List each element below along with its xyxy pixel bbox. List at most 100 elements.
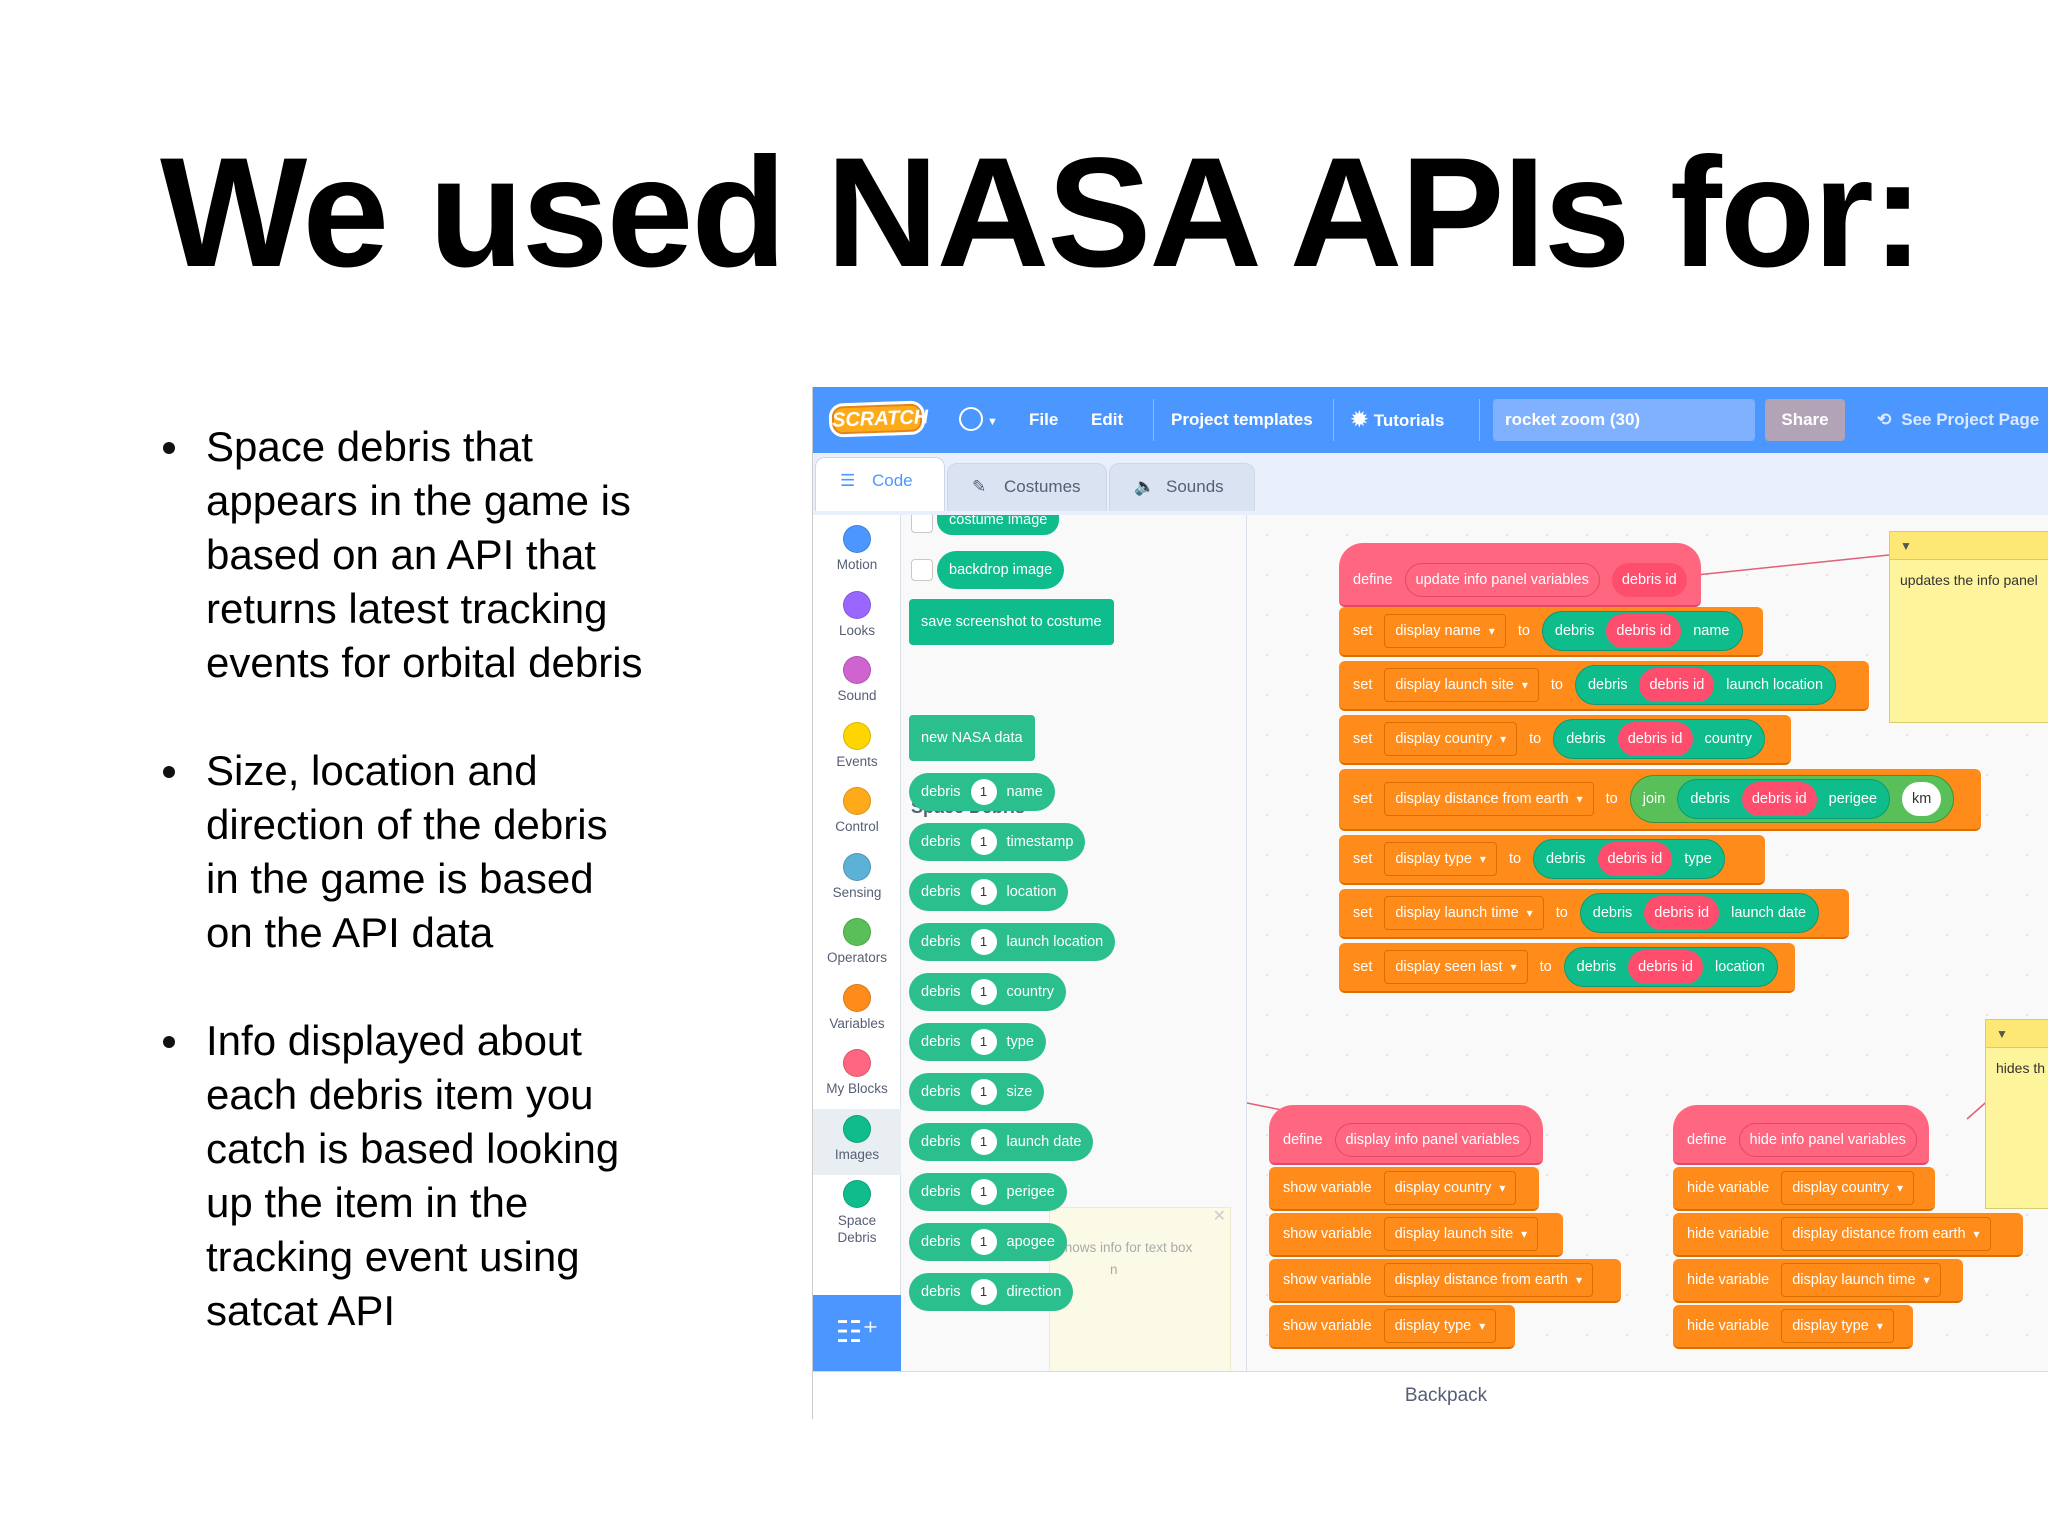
unit-input[interactable]: km [1902,782,1942,816]
variable-dropdown[interactable]: display type [1781,1309,1894,1343]
language-button[interactable]: ▼ [959,387,998,453]
variable-dropdown[interactable]: display distance from earth [1383,1263,1593,1297]
backpack-bar[interactable]: Backpack [813,1371,2048,1419]
note-header[interactable]: ▼ [1986,1020,2048,1048]
tab-sounds[interactable]: 🔈Sounds [1109,463,1255,511]
category-images[interactable]: Images [813,1109,901,1175]
set-variable-block[interactable]: set display launch time to debrisdebris … [1339,889,1849,939]
variable-dropdown[interactable]: display country [1384,722,1518,756]
reporter-checkbox[interactable] [911,559,933,581]
edit-menu[interactable]: Edit [1091,410,1124,429]
costume-image-block[interactable]: costume image [937,515,1060,535]
note-header[interactable]: ▼ [1890,532,2048,560]
category-operators[interactable]: Operators [813,918,901,978]
debris-id-reporter[interactable]: debris id [1597,842,1673,876]
variable-dropdown[interactable]: display name [1384,614,1506,648]
define-block[interactable]: define update info panel variables debri… [1339,543,1701,607]
variable-dropdown[interactable]: display type [1384,842,1497,876]
variable-dropdown[interactable]: display launch time [1781,1263,1941,1297]
variable-dropdown[interactable]: display distance from earth [1781,1217,1991,1251]
index-input[interactable]: 1 [970,1179,997,1206]
index-input[interactable]: 1 [970,829,997,856]
debris-id-reporter[interactable]: debris id [1644,896,1720,930]
comment-note[interactable]: ▼ updates the info panel [1889,531,2048,723]
define-block[interactable]: define display info panel variables [1269,1105,1543,1165]
project-title-input[interactable]: rocket zoom (30) [1493,399,1755,441]
reporter-checkbox[interactable] [911,515,933,533]
index-input[interactable]: 1 [970,979,997,1006]
add-extension-button[interactable]: ☷⁺ [813,1295,901,1371]
index-input[interactable]: 1 [970,779,997,806]
category-motion[interactable]: Motion [813,525,901,585]
variable-dropdown[interactable]: display distance from earth [1384,782,1594,816]
define-block[interactable]: define hide info panel variables [1673,1105,1929,1165]
set-variable-block[interactable]: set display launch site to debrisdebris … [1339,661,1869,711]
variable-dropdown[interactable]: display type [1383,1309,1497,1343]
comment-note[interactable]: ▼ hides th [1985,1019,2048,1209]
index-input[interactable]: 1 [970,929,997,956]
debris-id-reporter[interactable]: debris id [1741,782,1817,816]
debris-id-reporter[interactable]: debris id [1628,950,1703,984]
variable-dropdown[interactable]: display country [1383,1171,1517,1205]
set-variable-block[interactable]: set display distance from earth to joind… [1339,769,1981,831]
script-area[interactable]: define update info panel variables debri… [1247,515,2048,1371]
tutorials-button[interactable]: ✹Tutorials [1351,387,1444,453]
variable-dropdown[interactable]: display launch time [1384,896,1544,930]
index-input[interactable]: 1 [970,879,997,906]
debris-id-reporter[interactable]: debris id [1639,668,1715,702]
backdrop-image-block[interactable]: backdrop image [937,551,1065,589]
category-space-debris[interactable]: Space Debris [813,1180,901,1256]
category-looks[interactable]: Looks [813,591,901,651]
variable-dropdown[interactable]: display country [1781,1171,1914,1205]
category-variables[interactable]: Variables [813,984,901,1044]
see-project-page-button[interactable]: ⟲See Project Page [1877,387,2039,453]
new-nasa-data-block[interactable]: new NASA data [909,715,1035,761]
index-input[interactable]: 1 [970,1079,997,1106]
category-sensing[interactable]: Sensing [813,853,901,913]
category-my-blocks[interactable]: My Blocks [813,1049,901,1109]
index-input[interactable]: 1 [970,1129,997,1156]
tab-code[interactable]: ☰Code [815,457,945,511]
index-input[interactable]: 1 [970,1229,997,1256]
index-input[interactable]: 1 [970,1279,997,1306]
share-button[interactable]: Share [1765,399,1845,441]
debris-id-reporter[interactable]: debris id [1617,722,1693,756]
variable-dropdown[interactable]: display seen last [1384,950,1528,984]
debris-id-reporter[interactable]: debris id [1606,614,1682,648]
project-templates-menu[interactable]: Project templates [1171,410,1313,429]
index-input[interactable]: 1 [970,1029,997,1056]
variable-dropdown[interactable]: display launch site [1383,1217,1539,1251]
file-menu[interactable]: File [1029,410,1059,429]
category-sound[interactable]: Sound [813,656,901,716]
save-screenshot-block[interactable]: save screenshot to costume [909,599,1114,645]
category-events[interactable]: Events [813,722,901,782]
category-control[interactable]: Control [813,787,901,847]
variable-dropdown[interactable]: display launch site [1384,668,1539,702]
tab-costumes[interactable]: ✎Costumes [947,463,1107,511]
